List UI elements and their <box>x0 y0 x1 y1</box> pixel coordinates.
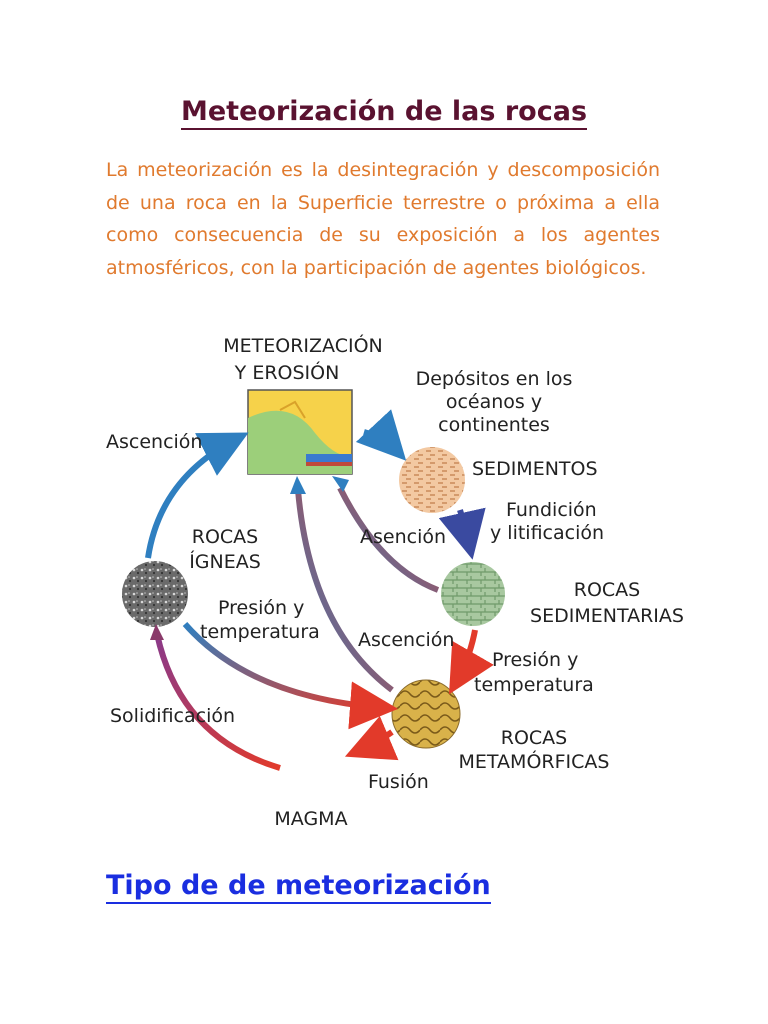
label-sedimentos: SEDIMENTOS <box>472 458 598 480</box>
rock-cycle-diagram: METEORIZACIÓN Y EROSIÓN Depósitos en los… <box>100 328 720 848</box>
rocas-metamorficas-icon <box>391 679 461 749</box>
label-rocas-met-2: METAMÓRFICAS <box>459 749 610 773</box>
label-fusion: Fusión <box>368 771 429 793</box>
landscape-picture <box>247 389 353 475</box>
arrow-presion-right <box>449 629 494 695</box>
rocas-sedimentarias-icon <box>441 562 505 626</box>
section-subtitle-link[interactable]: Tipo de de meteorización <box>106 870 491 904</box>
arrow-ascencion-met <box>295 489 394 693</box>
label-rocas-sed-1: ROCAS <box>574 579 640 601</box>
label-presion-right-1: Presión y <box>492 649 578 671</box>
arrow-ascencion-left <box>145 432 249 559</box>
intro-paragraph: La meteorización es la desintegración y … <box>106 159 660 279</box>
arrow-asencion-sed <box>337 486 440 593</box>
label-ascencion-mid: Ascención <box>358 629 454 651</box>
label-depositos-1: Depósitos en los <box>416 368 573 390</box>
sedimentos-icon <box>399 447 465 513</box>
label-rocas-sed-2: SEDIMENTARIAS <box>530 605 684 627</box>
label-rocas-ign-2: ÍGNEAS <box>189 550 261 573</box>
arrow-ascencion-met-head <box>290 476 306 494</box>
arrow-solidificacion <box>154 633 281 771</box>
label-magma: MAGMA <box>274 808 347 830</box>
label-depositos-3: continentes <box>438 414 550 436</box>
page-title: Meteorización de las rocas <box>0 96 768 130</box>
arrow-fundicion <box>438 507 486 560</box>
arrow-fusion <box>344 715 399 761</box>
rock-cycle-svg: METEORIZACIÓN Y EROSIÓN Depósitos en los… <box>106 333 684 830</box>
arrow-to-sedimentos <box>355 409 407 461</box>
label-solidificacion: Solidificación <box>110 705 235 727</box>
label-depositos-2: océanos y <box>446 391 542 413</box>
label-presion-right-2: temperatura <box>474 674 594 696</box>
arrow-asencion-sed-head <box>332 476 349 492</box>
label-ascencion-left: Ascención <box>106 431 202 453</box>
arrow-solidificacion-head <box>150 624 164 640</box>
arrow-presion-left <box>182 622 398 730</box>
label-rocas-ign-1: ROCAS <box>192 526 258 548</box>
magma-icon <box>280 727 346 793</box>
label-fundicion-2: y litificación <box>490 522 604 544</box>
label-fundicion-1: Fundición <box>506 499 597 521</box>
label-presion-left-2: temperatura <box>200 621 320 643</box>
label-erosion: Y EROSIÓN <box>234 360 340 384</box>
label-presion-left-1: Presión y <box>218 597 304 619</box>
label-rocas-met-1: ROCAS <box>501 727 567 749</box>
rocas-igneas-icon <box>122 561 188 627</box>
label-meteorizacion: METEORIZACIÓN <box>223 333 383 357</box>
label-asencion: Asención <box>360 526 446 548</box>
